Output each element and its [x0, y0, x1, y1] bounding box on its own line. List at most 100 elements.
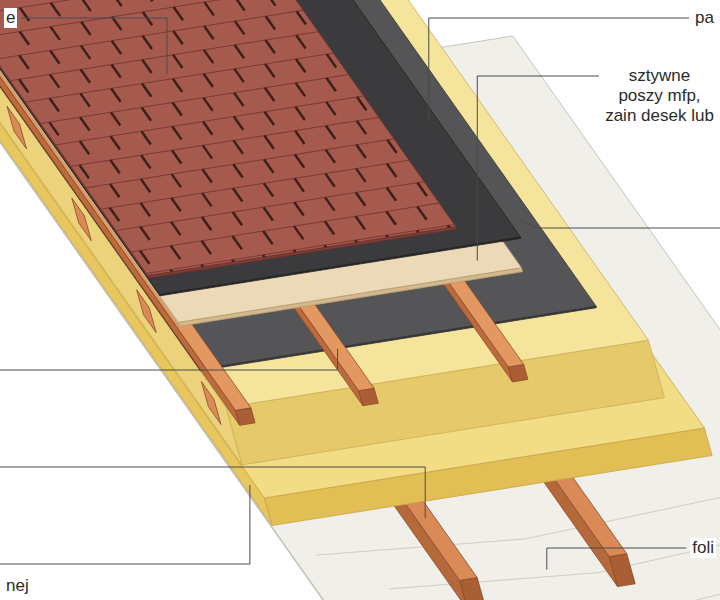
shingle-slot: [235, 21, 244, 34]
shingle-slot: [295, 107, 304, 120]
shingle-slot: [171, 222, 180, 235]
shingle-row: [0, 0, 282, 16]
shingle-slot: [232, 260, 241, 273]
shingle-slot: [111, 65, 120, 78]
shingle-slot: [295, 155, 304, 168]
shingle-slot: [203, 145, 212, 158]
shingle-slot: [49, 122, 58, 135]
shingle-slot: [142, 84, 151, 97]
shingle-slot: [50, 98, 59, 111]
batten-edge: [359, 388, 379, 405]
batten-edge: [236, 408, 256, 425]
shingle-slot: [295, 131, 304, 144]
shingle-slot: [173, 103, 182, 116]
foil-wrinkle: [462, 575, 720, 600]
shingle-slot: [387, 140, 396, 153]
shingle-row: [10, 30, 327, 80]
shingle-row: [116, 180, 433, 230]
shingle-slot: [171, 246, 180, 259]
shingle-slot: [204, 26, 213, 39]
shingle-slot: [325, 197, 334, 210]
shingle-slot: [171, 198, 180, 211]
shingle-slot: [112, 0, 121, 6]
shingle-slot: [325, 221, 334, 234]
shingle-pattern: [0, 0, 463, 283]
shingle-slot: [264, 183, 273, 196]
shingle-slot: [325, 174, 334, 187]
part-label: sztywne poszy mfp, zain desek lub: [603, 66, 716, 126]
shingle-slot: [326, 102, 335, 115]
shingle-slot: [111, 88, 120, 101]
shingle-slot: [141, 179, 150, 192]
shingle-slot: [355, 240, 364, 253]
shingle-slot: [201, 265, 210, 278]
shingle-slot: [204, 2, 213, 15]
shingle-slot: [50, 51, 59, 64]
rafter-edge: [460, 578, 486, 600]
shingle-slot: [386, 211, 395, 224]
shingle-row: [146, 223, 463, 273]
shingle-slot: [325, 245, 334, 258]
shingle-slot: [327, 54, 336, 67]
shingle-slot: [266, 0, 275, 6]
shingle-slot: [142, 107, 151, 120]
shingle-slot: [386, 235, 395, 248]
shingle-slot: [202, 193, 211, 206]
shingle-slot: [80, 165, 89, 178]
shingle-slot: [356, 216, 365, 229]
shingle-slot: [80, 93, 89, 106]
shingle-row: [25, 52, 342, 102]
leader-line: [0, 485, 250, 564]
part-label: e: [4, 8, 17, 28]
shingle-slot: [112, 41, 121, 54]
shingle-slot: [140, 227, 149, 240]
shingle-slot: [51, 3, 60, 16]
shingle-slot: [448, 226, 457, 239]
shingle-slot: [204, 50, 213, 63]
shingle-slot: [357, 97, 366, 110]
shingle-slot: [81, 69, 90, 82]
shingle-slot: [19, 55, 28, 68]
shingle-slot: [233, 212, 242, 225]
shingle-slot: [141, 131, 150, 144]
shingle-slot: [142, 60, 151, 73]
leader-line: [0, 349, 338, 370]
shingle-slot: [110, 184, 119, 197]
shingle-slot: [173, 79, 182, 92]
shingle-slot: [234, 140, 243, 153]
shingle-slot: [264, 207, 273, 220]
shingle-slot: [141, 155, 150, 168]
shingle-slot: [357, 121, 366, 134]
shingle-slot: [265, 64, 274, 77]
shingle-slot: [326, 126, 335, 139]
shingle-row: [131, 202, 448, 252]
shingle-slot: [235, 45, 244, 58]
shingle-slot: [296, 59, 305, 72]
shingle-row: [0, 0, 297, 38]
shingle-slot: [264, 159, 273, 172]
shingle-slot: [294, 226, 303, 239]
shingle-slot: [265, 40, 274, 53]
shingle-slot: [20, 32, 29, 45]
shingle-slot: [141, 203, 150, 216]
shingle-slot: [50, 74, 59, 87]
shingle-slot: [417, 207, 426, 220]
shingle-slot: [203, 98, 212, 111]
shingle-slot: [81, 46, 90, 59]
shingle-slot: [232, 236, 241, 249]
shingle-slot: [20, 8, 29, 21]
shingle-slot: [263, 231, 272, 244]
shingle-slot: [327, 78, 336, 91]
part-label: foli: [690, 538, 716, 558]
shingle-slot: [204, 74, 213, 87]
shingle-slot: [417, 230, 426, 243]
leader-line: [522, 222, 720, 228]
shingle-slot: [82, 0, 91, 11]
shingle-slot: [296, 35, 305, 48]
shingle-slot: [265, 88, 274, 101]
shingle-slot: [112, 17, 121, 30]
leader-lines: [0, 18, 720, 570]
shingle-slot: [203, 121, 212, 134]
shingle-slot: [111, 136, 120, 149]
shingle-slot: [266, 16, 275, 29]
